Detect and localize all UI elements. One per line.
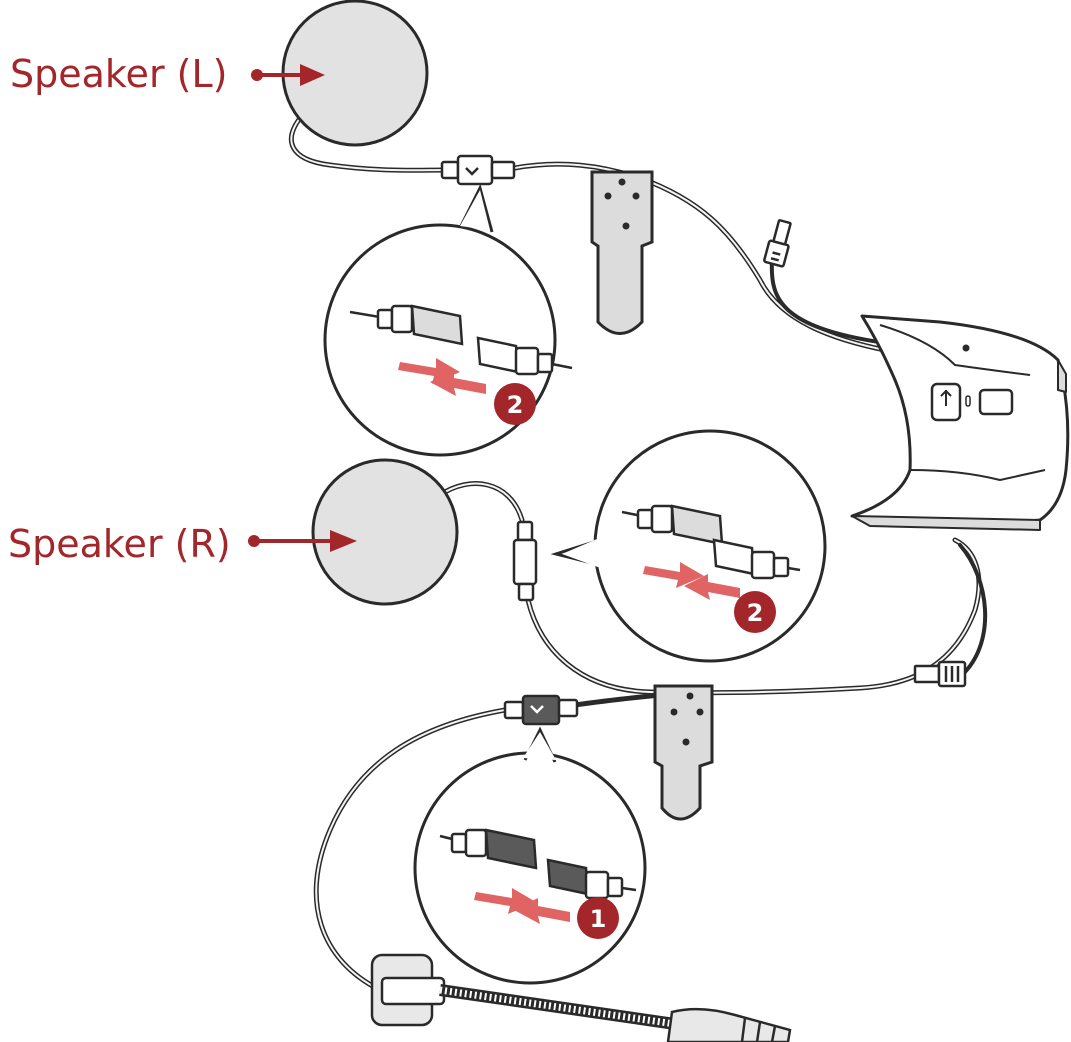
step-1-number: 1 — [590, 905, 607, 933]
callout-left-step-2 — [323, 183, 573, 457]
step-2-left-number: 2 — [507, 391, 524, 419]
speaker-right — [311, 458, 459, 606]
callout-bottom-step-1 — [413, 726, 647, 985]
callout-right-step-2 — [550, 429, 827, 663]
main-unit — [850, 314, 1070, 531]
usb-branch-cable — [769, 258, 902, 347]
lower-usb-connector — [913, 660, 967, 688]
right-velcro-plate — [653, 684, 714, 821]
step-2-right-number: 2 — [747, 599, 764, 627]
mic-inline-connector — [503, 694, 579, 726]
lower-usb-cable — [958, 543, 988, 674]
boom-microphone — [370, 953, 792, 1042]
speaker-right-label: Speaker (R) — [8, 522, 231, 566]
speaker-left-pointer — [251, 64, 325, 86]
left-velcro-plate — [590, 170, 654, 335]
speaker-left-label: Speaker (L) — [10, 52, 227, 96]
upper-usb-connector — [763, 219, 792, 268]
left-inline-connector — [440, 154, 516, 186]
function-button — [978, 388, 1014, 416]
speaker-right-pointer — [248, 530, 357, 552]
right-inline-connector — [512, 520, 538, 602]
